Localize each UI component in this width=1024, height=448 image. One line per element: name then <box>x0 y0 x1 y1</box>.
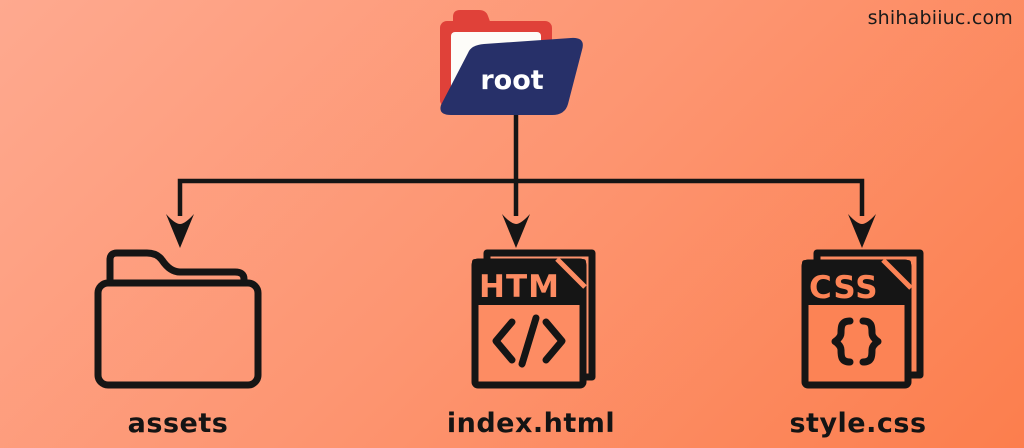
assets-label: assets <box>127 408 229 439</box>
index-html-label: index.html <box>446 408 616 439</box>
css-file-fold-corner <box>881 258 913 290</box>
code-tag-icon <box>492 314 566 368</box>
html-file-header-band <box>472 259 586 305</box>
html-file-icon: HTM <box>471 249 596 389</box>
root-folder-label: root <box>480 65 543 96</box>
style-css-label: style.css <box>789 408 927 439</box>
html-file-fold-corner <box>555 257 587 289</box>
curly-braces-icon <box>831 317 882 366</box>
css-file-badge: CSS <box>809 270 879 306</box>
css-file-icon: CSS <box>801 249 924 389</box>
root-folder-icon: root <box>440 10 583 115</box>
root-folder-flap <box>440 37 583 115</box>
css-file-header-band <box>802 260 911 305</box>
connector-branch-line <box>177 178 865 216</box>
arrowhead-to-assets <box>166 214 194 248</box>
folder-body <box>94 279 262 389</box>
html-file-badge: HTM <box>479 269 560 305</box>
assets-folder-icon <box>94 249 262 389</box>
arrowhead-to-style-css <box>848 214 876 248</box>
arrowhead-to-index-html <box>502 214 530 248</box>
folder-tab <box>106 249 248 287</box>
watermark: shihabiiuc.com <box>867 7 1013 29</box>
